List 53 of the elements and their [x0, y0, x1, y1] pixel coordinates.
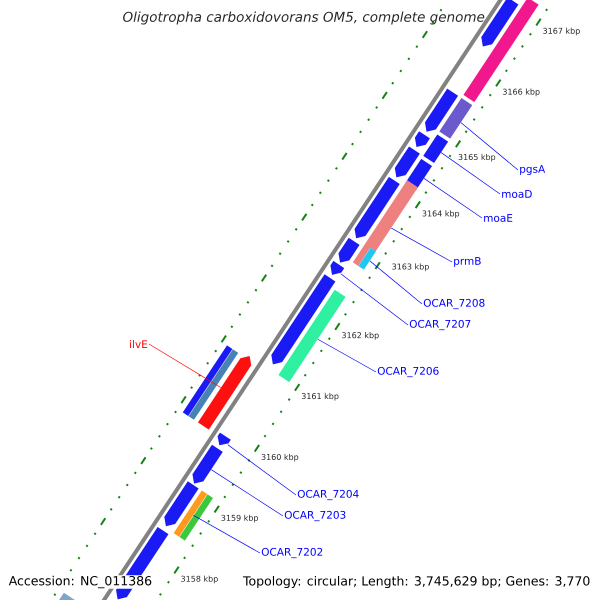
- gene-label: OCAR_7203: [284, 510, 346, 522]
- scale-label: 3162 kbp: [342, 332, 379, 340]
- leader-line: [318, 338, 376, 372]
- leader-line: [424, 178, 482, 218]
- gene-block: [182, 345, 232, 416]
- gene-block: [179, 494, 214, 541]
- gene-block: [423, 134, 448, 163]
- scale-label: 3166 kbp: [502, 88, 540, 96]
- leader-line: [390, 228, 452, 262]
- leader-line: [440, 152, 500, 194]
- leader-line: [460, 122, 518, 170]
- scale-label: 3158 kbp: [181, 576, 218, 584]
- accession-label: Accession: NC_011386: [8, 575, 153, 589]
- gene-block: [424, 88, 458, 132]
- scale-label: 3165 kbp: [458, 154, 496, 162]
- title: Oligotropha carboxidovorans OM5, complete genome: [123, 11, 484, 25]
- leader-line: [340, 273, 408, 326]
- gene-label: moaD: [502, 190, 532, 198]
- gene-label: OCAR_7208: [424, 298, 485, 310]
- gene-label: OCAR_7206: [378, 366, 439, 378]
- leader-line: [227, 444, 296, 496]
- gene-block: [174, 490, 208, 537]
- scale-label: 3159 kbp: [221, 514, 258, 522]
- gene-block: [330, 260, 344, 275]
- gene-block: [338, 238, 360, 263]
- gene-label: ilvE: [130, 340, 148, 348]
- gene-label: pgsA: [520, 165, 546, 175]
- gene-block: [439, 98, 472, 139]
- scale-label: 3161 kbp: [302, 392, 338, 401]
- scale-label: 3160 kbp: [262, 454, 298, 462]
- gene-block: [414, 131, 430, 147]
- gene-block: [164, 481, 199, 526]
- gene-block: [198, 356, 252, 430]
- gene-block: [354, 176, 400, 238]
- scale-label: 3163 kbp: [392, 263, 429, 272]
- leader-line: [193, 514, 260, 554]
- summary-label: Topology: circular; Length: 3,745,629 bp; Genes: 3,770: [241, 574, 592, 590]
- gene-label: OCAR_7207: [410, 320, 470, 330]
- gene-block: [56, 592, 75, 600]
- gene-block: [218, 432, 231, 446]
- gene-block: [358, 248, 376, 270]
- gene-block: [188, 349, 238, 420]
- gene-block: [271, 274, 336, 364]
- leader-line: [370, 260, 422, 304]
- gene-label: OCAR_7202: [262, 548, 322, 558]
- gene-label: OCAR_7204: [298, 490, 359, 500]
- gene-block: [394, 146, 420, 178]
- leader-line: [148, 344, 222, 388]
- gene-block: [192, 444, 223, 484]
- gene-label: prmB: [454, 257, 481, 267]
- gene-label: moaE: [484, 214, 512, 222]
- leader-line: [210, 469, 284, 516]
- scale-label: 3164 kbp: [422, 210, 460, 218]
